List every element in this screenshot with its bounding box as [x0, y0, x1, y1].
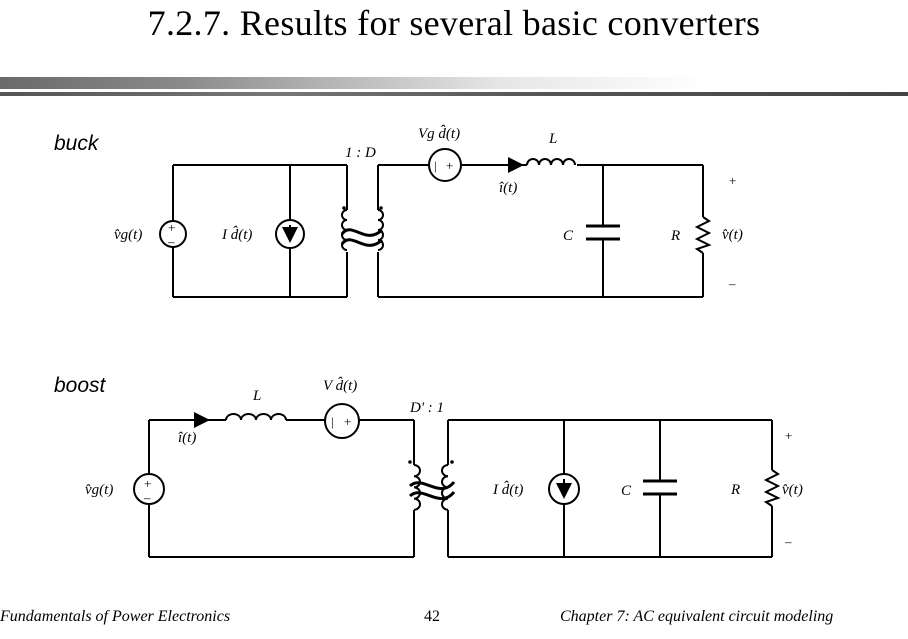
svg-text:+: + — [144, 476, 151, 491]
boost-series-voltage-source: | + — [324, 403, 360, 439]
svg-text:+: + — [344, 414, 351, 429]
buck-current-source-label: I d̂(t) — [221, 226, 252, 243]
boost-vg-label: v̂g(t) — [85, 482, 113, 498]
boost-output-voltage: v̂(t) — [782, 482, 803, 498]
boost-inductor-current: î(t) — [178, 430, 196, 446]
boost-primary-dot — [408, 460, 412, 464]
title-rule-gradient — [0, 77, 908, 89]
buck-series-voltage-source: | + — [428, 148, 462, 182]
svg-text:–: – — [143, 490, 151, 505]
svg-text:+: + — [446, 158, 453, 173]
buck-inductor-label: L — [548, 131, 557, 147]
boost-secondary-dot — [450, 460, 454, 464]
svg-text:|: | — [434, 158, 437, 173]
buck-transformer — [340, 209, 384, 251]
boost-minus: – — [784, 534, 792, 549]
buck-circuit — [172, 164, 704, 298]
svg-text:–: – — [167, 234, 175, 249]
footer-page-number: 42 — [424, 608, 440, 625]
boost-resistor-label: R — [730, 482, 740, 498]
buck-current-source — [275, 219, 305, 249]
boost-series-source-label: V d̂(t) — [323, 377, 357, 394]
boost-inductor — [184, 412, 287, 428]
buck-resistor-label: R — [670, 228, 680, 244]
boost-resistor — [763, 469, 781, 507]
boost-circuit — [148, 419, 773, 558]
footer-left: Fundamentals of Power Electronics — [0, 608, 231, 625]
boost-output-wires — [448, 419, 772, 558]
buck-vg-source: + – — [159, 220, 187, 249]
svg-text:+: + — [168, 220, 175, 235]
buck-capacitor-label: C — [563, 228, 574, 244]
boost-capacitor — [643, 479, 677, 496]
boost-capacitor-label: C — [621, 483, 632, 499]
buck-plus: + — [729, 173, 736, 188]
buck-series-source-label: Vg d̂(t) — [418, 125, 460, 142]
buck-vg-label: v̂g(t) — [114, 227, 142, 243]
buck-primary-dot — [342, 206, 346, 210]
boost-inductor-label: L — [252, 388, 261, 404]
page-title: 7.2.7. Results for several basic convert… — [147, 3, 761, 43]
buck-transformer-ratio: 1 : D — [345, 145, 376, 161]
svg-text:|: | — [331, 414, 334, 429]
boost-transformer — [408, 464, 456, 511]
boost-label: boost — [54, 374, 106, 397]
buck-inductor-current: î(t) — [499, 180, 517, 196]
buck-capacitor — [586, 224, 620, 241]
buck-minus: – — [728, 276, 736, 291]
buck-output-voltage: v̂(t) — [722, 227, 743, 243]
buck-input-wires — [172, 164, 347, 298]
boost-plus: + — [785, 428, 792, 443]
buck-inductor — [500, 157, 576, 173]
boost-transformer-ratio: D' : 1 — [409, 400, 444, 416]
boost-current-source — [548, 473, 580, 505]
buck-secondary-dot — [379, 206, 383, 210]
title-rule-line — [0, 92, 908, 96]
buck-label: buck — [54, 132, 99, 155]
boost-current-source-label: I d̂(t) — [492, 481, 523, 498]
buck-resistor — [694, 216, 712, 254]
footer-right: Chapter 7: AC equivalent circuit modelin… — [560, 608, 834, 625]
boost-vg-source: + – — [133, 473, 165, 505]
